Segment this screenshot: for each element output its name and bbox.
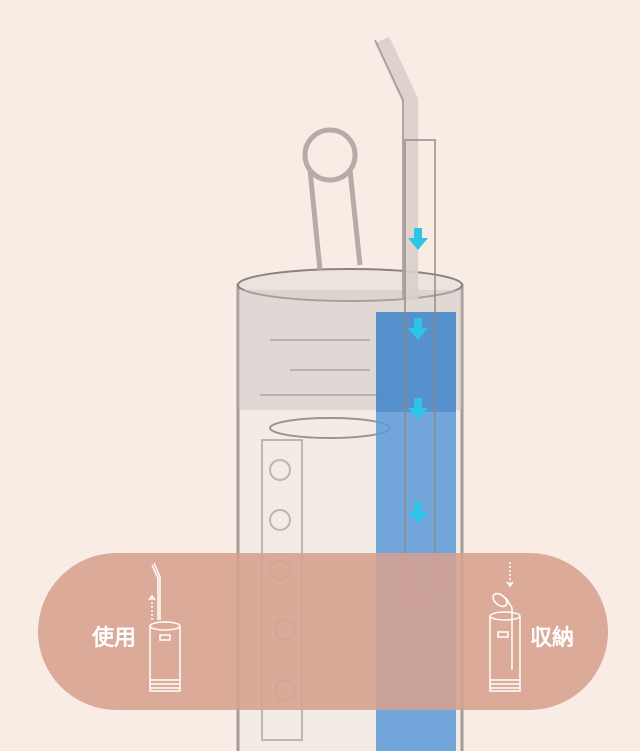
usage-label: 使用 [92, 626, 137, 651]
storage-mode-icon [489, 562, 521, 692]
usage-mode-icon [148, 562, 181, 692]
flow-arrows [408, 228, 428, 524]
carabiner [302, 127, 363, 271]
storage-label: 収納 [530, 626, 575, 651]
